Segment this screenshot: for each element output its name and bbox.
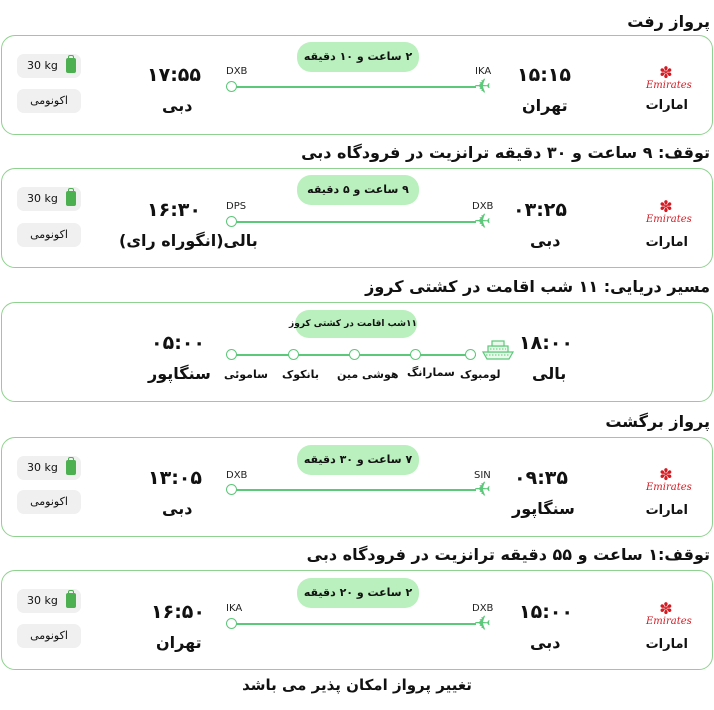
emirates-emblem-icon: ✽ bbox=[659, 197, 673, 216]
cruise-arrival-time: ۰۵:۰۰ bbox=[151, 332, 205, 354]
change-flight-note: تغییر پرواز امکان پذیر می باشد bbox=[242, 676, 472, 694]
cruise-card[interactable]: ۱۸:۰۰ بالی ۰۵:۰۰ سنگاپور ۱۱شب اقامت در ک… bbox=[1, 302, 713, 402]
cruise-stop-label: ساموئی bbox=[224, 368, 268, 381]
airline-logo-text: Emirates bbox=[646, 616, 692, 627]
flight-duration: ۹ ساعت و ۵ دقیقه bbox=[297, 175, 419, 205]
arrival-time: ۱۶:۵۰ bbox=[151, 601, 205, 623]
airline-name: امارات bbox=[645, 98, 688, 113]
cabin-class: اکونومی bbox=[17, 223, 81, 247]
arrival-city: بالی(انگوراه رای) bbox=[119, 231, 258, 250]
departure-time: ۰۳:۲۵ bbox=[513, 199, 567, 221]
cruise-ship-icon bbox=[481, 340, 515, 360]
cruise-departure-city: بالی bbox=[532, 364, 567, 383]
flight-card-outbound-1[interactable]: ✽ Emirates امارات ۱۵:۱۵ تهران ۱۷:۵۵ دبی … bbox=[1, 35, 713, 135]
return-stop-title: توقف:۱ ساعت و ۵۵ دقیقه ترانزیت در فرودگا… bbox=[306, 545, 710, 564]
arrival-dot bbox=[226, 81, 237, 92]
cruise-arrival-city: سنگاپور bbox=[148, 364, 211, 383]
arrival-code: DPS bbox=[226, 201, 247, 212]
airplane-icon: ✈ bbox=[474, 477, 491, 501]
baggage-weight: 30 kg bbox=[27, 461, 58, 474]
baggage-allowance: 30 kg bbox=[17, 589, 81, 613]
arrival-code: DXB bbox=[226, 66, 248, 77]
airline-name: امارات bbox=[645, 637, 688, 652]
baggage-weight: 30 kg bbox=[27, 192, 58, 205]
departure-time: ۰۹:۳۵ bbox=[514, 467, 568, 489]
flight-duration: ۲ ساعت و ۱۰ دقیقه bbox=[297, 42, 419, 72]
airline-logo: ✽ Emirates bbox=[646, 63, 692, 92]
departure-time: ۱۵:۰۰ bbox=[519, 601, 573, 623]
arrival-city: تهران bbox=[156, 633, 202, 652]
arrival-dot bbox=[226, 618, 237, 629]
route-line bbox=[236, 221, 476, 223]
departure-city: دبی bbox=[530, 633, 561, 652]
airline-logo: ✽ Emirates bbox=[646, 465, 692, 494]
flight-card-return-1[interactable]: ✽ Emirates امارات ۰۹:۳۵ سنگاپور ۱۳:۰۵ دب… bbox=[1, 437, 713, 537]
emirates-emblem-icon: ✽ bbox=[659, 599, 673, 618]
cruise-stop-dot bbox=[349, 349, 360, 360]
route-line bbox=[236, 86, 476, 88]
arrival-dot bbox=[226, 484, 237, 495]
airline-name: امارات bbox=[645, 235, 688, 250]
cruise-stop-label: لومبوک bbox=[460, 368, 501, 381]
luggage-icon bbox=[66, 55, 76, 73]
cruise-stop-dot bbox=[410, 349, 421, 360]
outbound-title: پرواز رفت bbox=[627, 12, 710, 31]
flight-card-return-2[interactable]: ✽ Emirates امارات ۱۵:۰۰ دبی ۱۶:۵۰ تهران … bbox=[1, 570, 713, 670]
airline-logo: ✽ Emirates bbox=[646, 197, 692, 226]
arrival-code: IKA bbox=[226, 603, 243, 614]
cabin-class: اکونومی bbox=[17, 490, 81, 514]
luggage-icon bbox=[66, 457, 76, 475]
flight-card-outbound-2[interactable]: ✽ Emirates امارات ۰۳:۲۵ دبی ۱۶:۳۰ بالی(ا… bbox=[1, 168, 713, 268]
departure-code: DXB bbox=[472, 603, 494, 614]
departure-code: DXB bbox=[472, 201, 494, 212]
cruise-stop-dot bbox=[288, 349, 299, 360]
cruise-stop-label: هوشی مین bbox=[337, 368, 399, 381]
arrival-city: دبی bbox=[162, 499, 193, 518]
baggage-weight: 30 kg bbox=[27, 59, 58, 72]
outbound-stop-title: توقف: ۹ ساعت و ۳۰ دقیقه ترانزیت در فرودگ… bbox=[301, 143, 710, 162]
baggage-weight: 30 kg bbox=[27, 594, 58, 607]
arrival-time: ۱۷:۵۵ bbox=[147, 64, 201, 86]
baggage-allowance: 30 kg bbox=[17, 54, 81, 78]
route-line bbox=[236, 623, 476, 625]
luggage-icon bbox=[66, 188, 76, 206]
departure-city: سنگاپور bbox=[512, 499, 575, 518]
cruise-end-dot bbox=[226, 349, 237, 360]
cabin-class: اکونومی bbox=[17, 89, 81, 113]
cruise-stop-label: سمارانگ bbox=[407, 366, 455, 379]
airplane-icon: ✈ bbox=[474, 209, 491, 233]
cruise-stop-label: بانکوک bbox=[282, 368, 319, 381]
arrival-code: DXB bbox=[226, 470, 248, 481]
departure-city: تهران bbox=[522, 96, 568, 115]
departure-code: SIN bbox=[474, 470, 491, 481]
arrival-city: دبی bbox=[162, 96, 193, 115]
departure-city: دبی bbox=[530, 231, 561, 250]
airline-logo-text: Emirates bbox=[646, 80, 692, 91]
airplane-icon: ✈ bbox=[474, 611, 491, 635]
airline-logo: ✽ Emirates bbox=[646, 599, 692, 628]
emirates-emblem-icon: ✽ bbox=[659, 465, 673, 484]
arrival-dot bbox=[226, 216, 237, 227]
baggage-allowance: 30 kg bbox=[17, 187, 81, 211]
flight-duration: ۷ ساعت و ۳۰ دقیقه bbox=[297, 445, 419, 475]
cruise-departure-time: ۱۸:۰۰ bbox=[519, 332, 573, 354]
airline-logo-text: Emirates bbox=[646, 214, 692, 225]
arrival-time: ۱۶:۳۰ bbox=[147, 199, 201, 221]
return-title: پرواز برگشت bbox=[605, 412, 710, 431]
cruise-stop-dot bbox=[465, 349, 476, 360]
departure-code: IKA bbox=[475, 66, 492, 77]
cruise-nights-badge: ۱۱شب اقامت در کشتی کروز bbox=[289, 310, 417, 338]
cruise-title: مسیر دریایی: ۱۱ شب اقامت در کشتی کروز bbox=[365, 277, 710, 296]
airplane-icon: ✈ bbox=[474, 74, 491, 98]
arrival-time: ۱۳:۰۵ bbox=[148, 467, 202, 489]
airline-name: امارات bbox=[645, 503, 688, 518]
luggage-icon bbox=[66, 590, 76, 608]
baggage-allowance: 30 kg bbox=[17, 456, 81, 480]
flight-duration: ۲ ساعت و ۲۰ دقیقه bbox=[297, 578, 419, 608]
cabin-class: اکونومی bbox=[17, 624, 81, 648]
departure-time: ۱۵:۱۵ bbox=[517, 64, 571, 86]
emirates-emblem-icon: ✽ bbox=[659, 63, 673, 82]
airline-logo-text: Emirates bbox=[646, 482, 692, 493]
route-line bbox=[236, 489, 476, 491]
